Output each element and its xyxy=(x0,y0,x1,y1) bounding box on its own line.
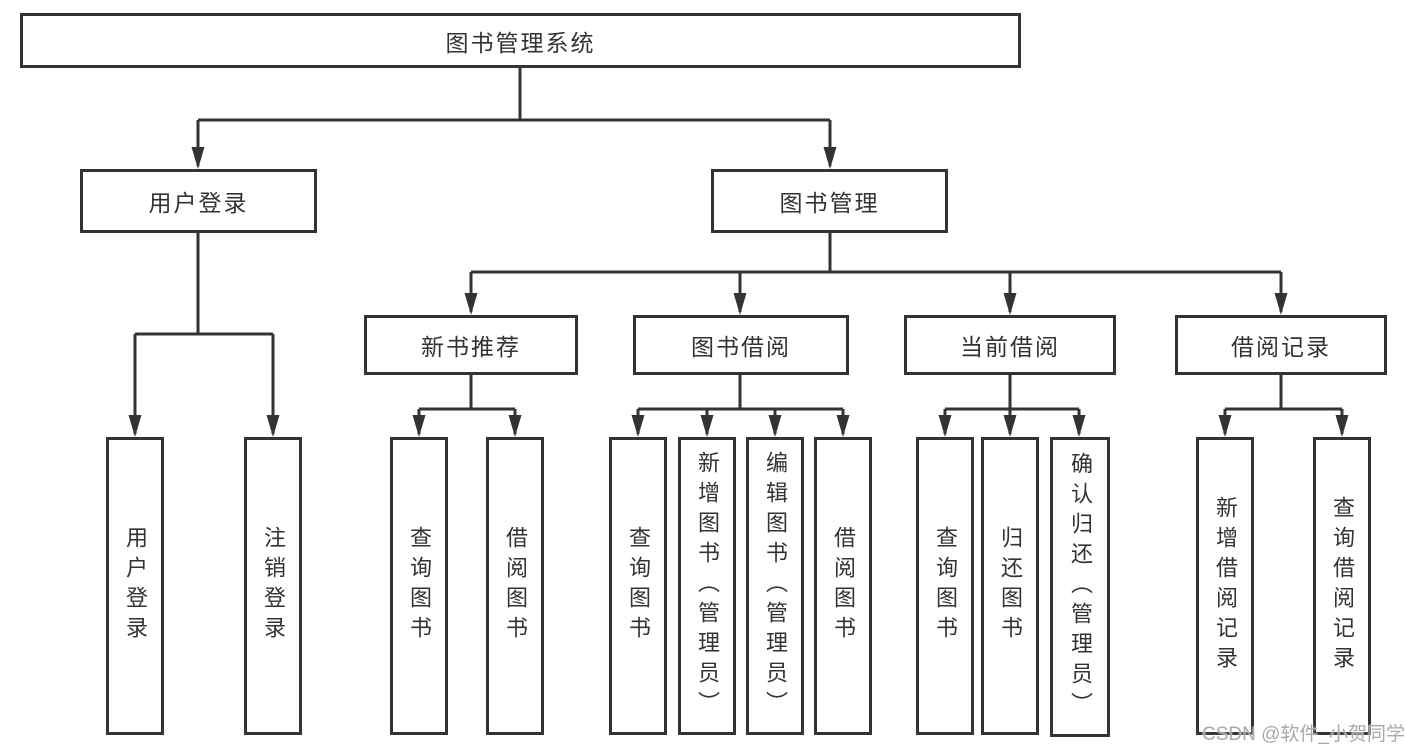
leaf-record-add-borrow-record: 新增借阅记录 xyxy=(1196,437,1254,735)
node-book-borrow: 图书借阅 xyxy=(633,315,849,375)
leaf-borrow-borrow-books: 借阅图书 xyxy=(814,437,872,735)
leaf-current-return-books: 归还图书 xyxy=(981,437,1039,735)
leaf-current-confirm-return-admin: 确认归还（管理员） xyxy=(1050,437,1110,737)
node-user-login: 用户登录 xyxy=(80,169,317,233)
node-root-library-system: 图书管理系统 xyxy=(20,13,1021,68)
leaf-newbook-query-books: 查询图书 xyxy=(390,437,448,735)
leaf-user-login: 用户登录 xyxy=(106,437,164,735)
leaf-record-query-borrow-record: 查询借阅记录 xyxy=(1313,437,1371,735)
node-current-borrow: 当前借阅 xyxy=(904,315,1116,375)
leaf-borrow-add-books-admin: 新增图书（管理员） xyxy=(678,437,736,735)
leaf-current-query-books: 查询图书 xyxy=(916,437,974,735)
node-new-book-recommend: 新书推荐 xyxy=(364,315,578,375)
node-book-management: 图书管理 xyxy=(711,169,948,233)
csdn-watermark: CSDN @软件_小贺同学 xyxy=(1202,724,1405,745)
leaf-borrow-edit-books-admin: 编辑图书（管理员） xyxy=(746,437,804,735)
node-borrow-record: 借阅记录 xyxy=(1175,315,1387,375)
leaf-logout: 注销登录 xyxy=(244,437,302,735)
leaf-newbook-borrow-books: 借阅图书 xyxy=(486,437,544,735)
leaf-borrow-query-books: 查询图书 xyxy=(609,437,667,735)
